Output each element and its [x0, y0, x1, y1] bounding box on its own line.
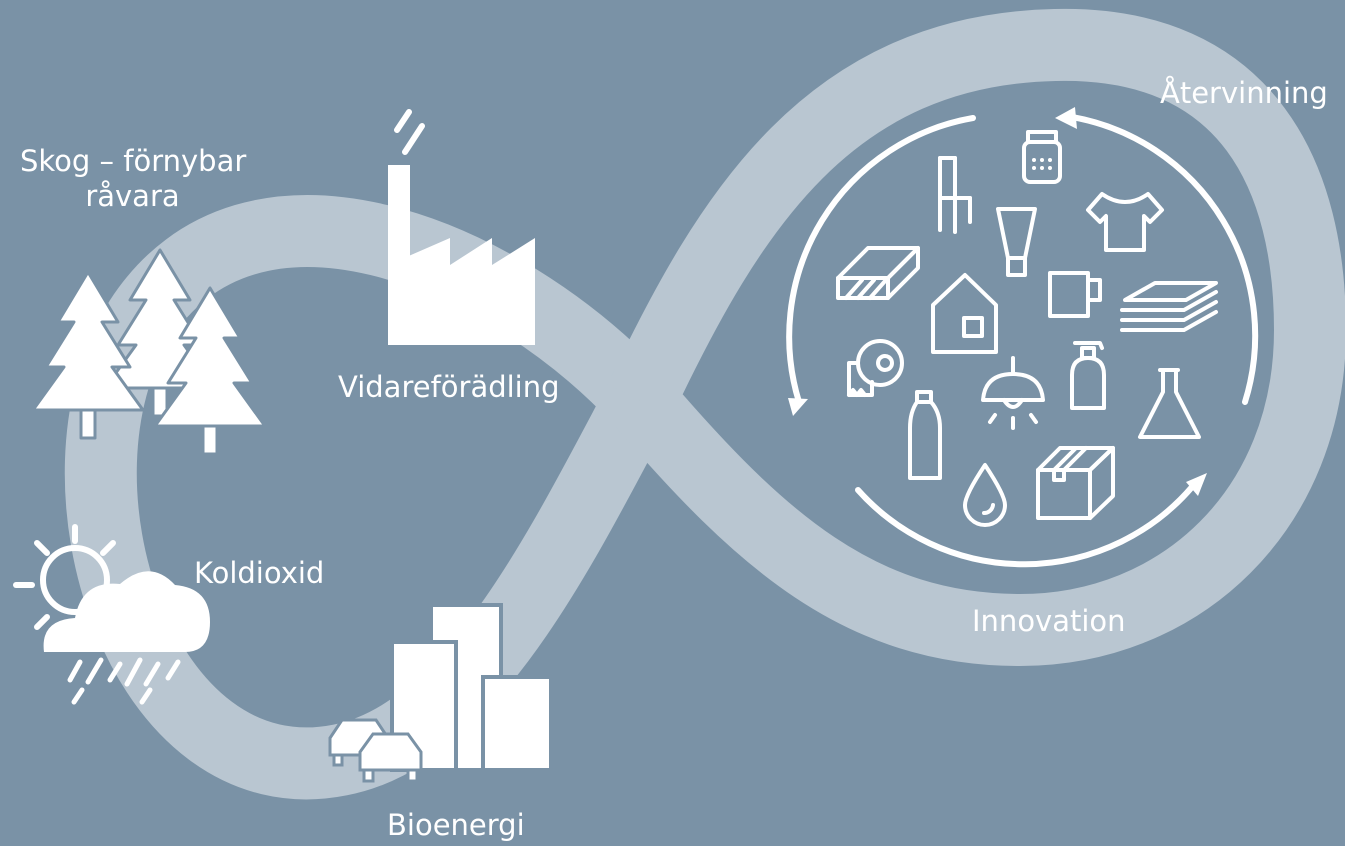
forest-label-line1: Skog – förnybar — [20, 144, 247, 178]
forest-label: Skog – förnybar råvara — [20, 144, 247, 214]
sun-cloud-rain-icon — [13, 524, 210, 705]
factory-icon — [388, 109, 535, 345]
soap-bottle-icon — [1070, 341, 1106, 410]
chair-icon — [938, 156, 972, 234]
buildings-cars-icon — [328, 603, 553, 783]
refining-label: Vidareförädling — [338, 370, 560, 404]
tube-icon — [996, 207, 1037, 277]
circular-arrows-icon — [786, 107, 1259, 568]
toilet-roll-icon — [847, 339, 904, 397]
trees-icon — [31, 248, 267, 456]
flask-icon — [1138, 368, 1201, 439]
forest-label-line2: råvara — [85, 178, 180, 213]
infinity-loop — [64, 8, 1345, 800]
paper-stack-icon — [1120, 281, 1218, 332]
bottle-icon — [908, 390, 942, 480]
jar-icon — [1022, 130, 1062, 184]
mug-icon — [1048, 271, 1102, 318]
products — [836, 130, 1218, 527]
loop-band-right — [607, 8, 1345, 667]
house-icon — [931, 273, 998, 354]
timber-icon — [836, 246, 920, 300]
recycling-label: Återvinning — [1160, 76, 1328, 110]
bioenergy-label: Bioenergi — [387, 808, 525, 842]
innovation-label: Innovation — [972, 604, 1126, 638]
carbon-dioxide-label: Koldioxid — [194, 556, 325, 590]
box-icon — [1036, 446, 1115, 520]
lamp-icon — [981, 356, 1045, 430]
drop-icon — [963, 463, 1007, 527]
tshirt-icon — [1086, 192, 1164, 252]
